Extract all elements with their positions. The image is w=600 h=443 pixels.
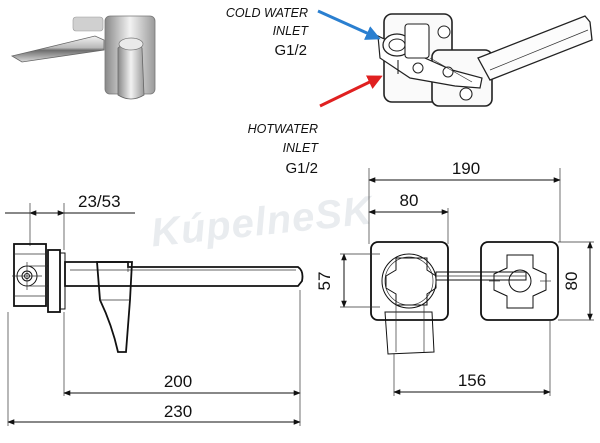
dim-plate-total-width: 190 [452,159,480,178]
rough-in-valve-illustration [377,13,593,107]
watermark-text: KúpelneSK [149,188,377,255]
dim-plate-height-right: 80 [562,272,581,291]
dim-total-length: 230 [164,402,192,421]
dim-spout-reach: 200 [164,372,192,391]
product-photo [10,15,156,100]
cold-water-label-line2: INLET [273,24,310,38]
cold-water-label-line1: COLD WATER [226,6,308,20]
cold-inlet-arrow [317,9,381,40]
dim-center-distance: 156 [458,371,486,390]
hot-water-label-line2: INLET [283,141,320,155]
dim-plate-width: 80 [400,191,419,210]
hot-inlet-arrow [319,75,383,108]
hot-water-thread: G1/2 [285,160,318,177]
front-view-drawing [340,168,594,396]
side-view-drawing [5,203,304,426]
dim-wall-thickness: 23/53 [78,192,121,211]
hot-water-label-line1: HOTWATER [248,122,318,136]
dim-plate-height-left: 57 [315,272,334,291]
cold-water-thread: G1/2 [274,42,307,59]
